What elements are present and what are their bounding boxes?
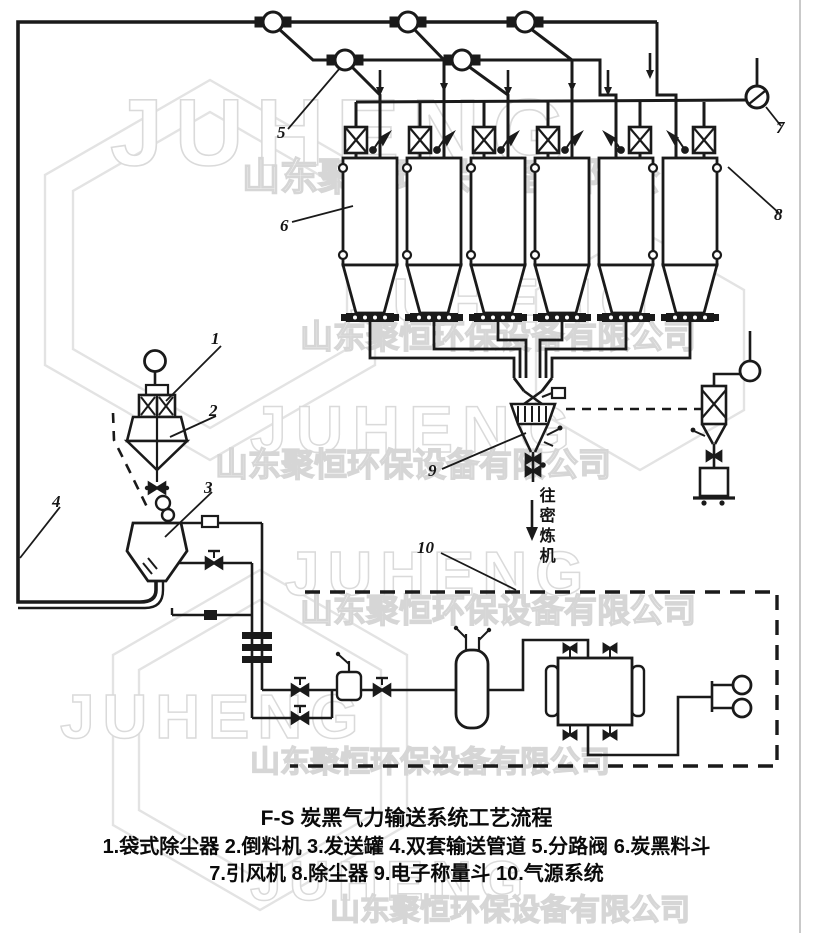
callout-6-hopper: 6 [280, 216, 289, 235]
bag-filter-cap [143, 349, 167, 373]
small-blower [738, 359, 762, 383]
watermark-text: JUHENG [285, 540, 591, 609]
air-dryer [544, 642, 646, 741]
hopper [661, 156, 723, 322]
hopper [529, 156, 591, 322]
hopper [337, 156, 399, 322]
watermark-text: 山东聚恒环保设备有限公司 [330, 893, 690, 927]
callout-7-fan: 7 [776, 118, 785, 137]
weighing-hopper [509, 386, 701, 541]
legend-line-2: 7.引风机 8.除尘器 9.电子称量斗 10.气源系统 [209, 863, 604, 885]
air-receiver-tank [453, 625, 492, 730]
legend-line-1: 1.袋式除尘器 2.倒料机 3.发送罐 4.双套输送管道 5.分路阀 6.炭黑料… [102, 836, 711, 858]
watermark-text: JUHENG [250, 392, 579, 466]
vent-filter-unit [690, 331, 762, 506]
send-tank [125, 521, 189, 583]
to-mixer-note: 往密炼机 [536, 487, 554, 567]
callout-8-dust-collector: 8 [774, 205, 783, 224]
callout-2-dump-machine: 2 [209, 401, 218, 420]
watermark-text: 山东聚恒环保设备有限公司 [300, 592, 696, 629]
callout-9-weighing-hopper: 9 [428, 461, 437, 480]
flow-arrows [376, 53, 654, 96]
watermark-text: 山东聚恒环保设备有限公司 [215, 446, 611, 483]
callout-4-conveying-pipe: 4 [52, 492, 61, 511]
diagram-title: F-S 炭黑气力输送系统工艺流程 [260, 807, 553, 830]
suction-manifold [343, 58, 770, 158]
hopper [401, 156, 463, 322]
diverter-valve [326, 48, 364, 72]
carbon-black-hoppers [337, 156, 723, 322]
hopper [465, 156, 527, 322]
induced-draft-fan [744, 58, 770, 110]
diverter-valves [254, 10, 544, 72]
air-compressors [710, 674, 753, 719]
air-filter-regulator [335, 651, 363, 702]
air-system-boundary [290, 590, 779, 768]
diverter-valve [506, 10, 544, 34]
diverter-valve [443, 48, 481, 72]
callout-3-send-tank: 3 [204, 478, 213, 497]
discharge-network [368, 322, 692, 392]
watermark-text: JUHENG [250, 849, 531, 912]
dump-machine [123, 415, 191, 482]
to-mixer-arrow [526, 500, 538, 541]
watermark-text: 山东聚恒环保设备有限公司 [250, 745, 610, 779]
callout-leaders [19, 67, 782, 591]
line-art [16, 0, 801, 933]
diverter-valve [389, 10, 427, 34]
air-source-system [242, 590, 779, 768]
callout-1-bag-filter: 1 [211, 329, 220, 348]
bypass-dashed-line [111, 412, 149, 508]
callout-10-air-system: 10 [417, 538, 434, 557]
bag-filter-train [111, 349, 264, 718]
callout-5-diverter-valve: 5 [277, 123, 286, 142]
hopper [597, 156, 659, 322]
diverter-valve [254, 10, 292, 34]
watermark-text: JUHENG [110, 80, 578, 186]
